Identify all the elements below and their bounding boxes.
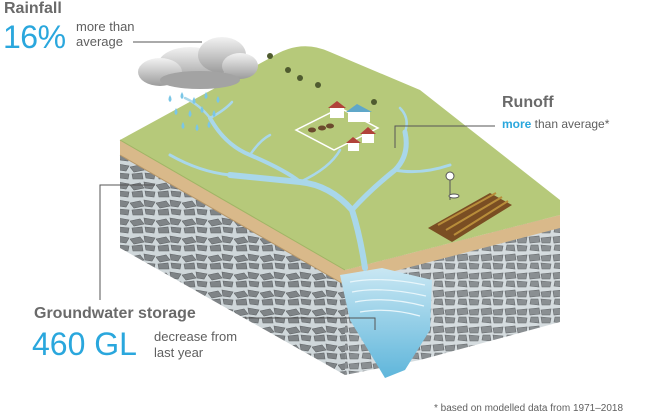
- rainfall-title: Rainfall: [4, 0, 62, 17]
- footnote: * based on modelled data from 1971–2018: [434, 403, 624, 414]
- rainfall-value: 16%: [3, 19, 66, 55]
- rainfall-description: more than average: [76, 19, 135, 49]
- farm-buildings: [294, 101, 380, 151]
- groundwater-title: Groundwater storage: [34, 305, 196, 322]
- groundwater-description: decrease from last year: [154, 329, 238, 360]
- raindrops-icon: [168, 92, 220, 131]
- windmill-icon: [445, 171, 460, 200]
- runoff-title: Runoff: [502, 94, 554, 111]
- crop-field: [428, 192, 512, 242]
- river-cross-section: [340, 268, 432, 378]
- land-surface: [119, 46, 560, 271]
- left-cliff-face: [119, 140, 346, 375]
- runoff-accent: more: [502, 117, 532, 131]
- runoff-description: more than average*: [502, 117, 609, 131]
- leader-lines: [99, 41, 495, 330]
- river-network: [168, 96, 452, 271]
- rain-cloud-icon: [138, 37, 258, 89]
- groundwater-value: 460 GL: [32, 326, 137, 362]
- runoff-description-rest: than average*: [531, 117, 610, 131]
- trees: [267, 53, 377, 105]
